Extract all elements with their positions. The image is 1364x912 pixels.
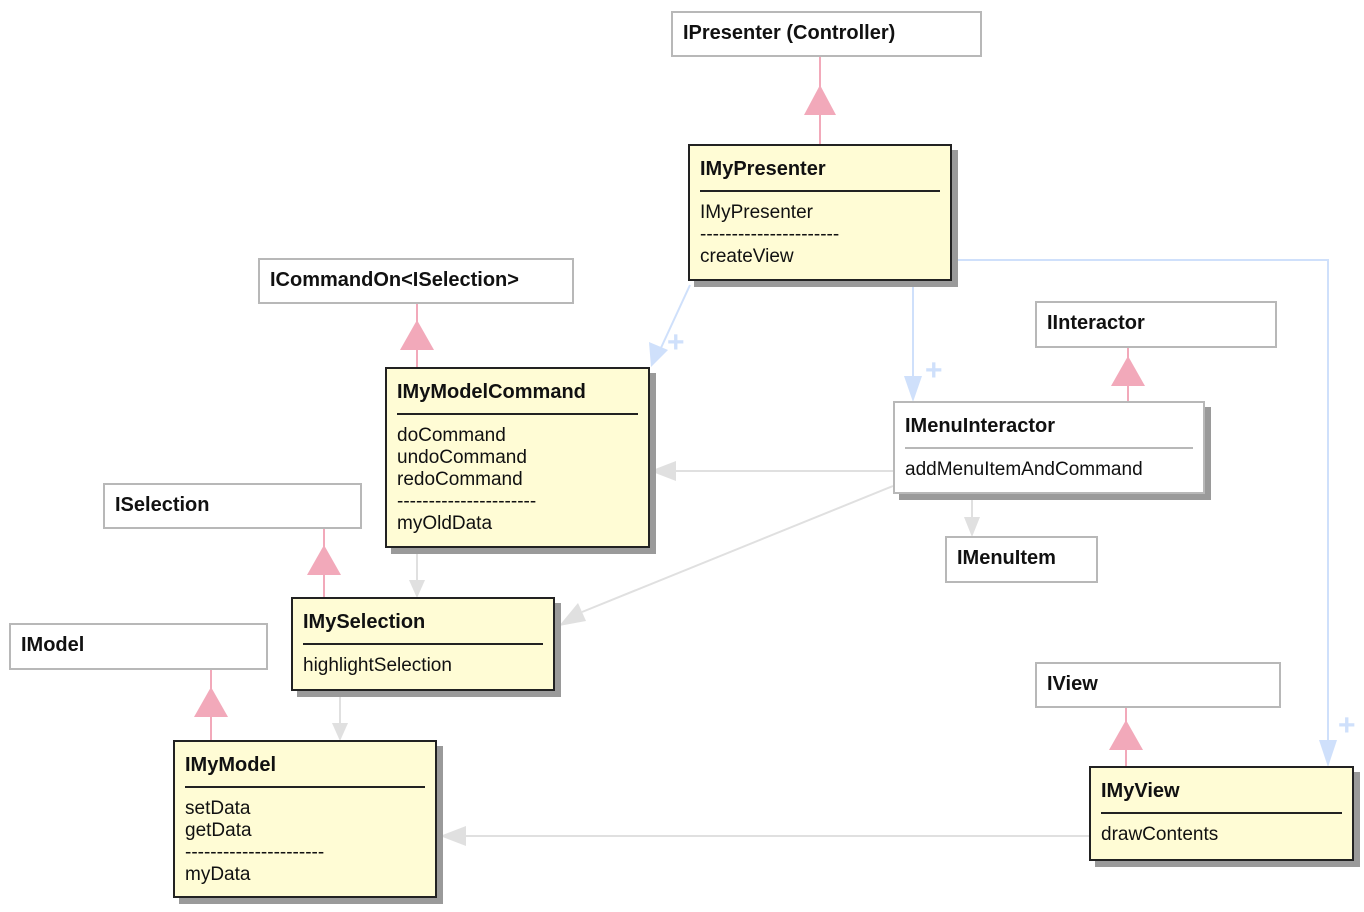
inheritance-arrowhead: [1109, 720, 1143, 750]
imypresenter-class[interactable]: IMyPresenter IMyPresenter---------------…: [688, 144, 952, 281]
member: setData: [185, 798, 251, 819]
creation-arrowhead: [904, 376, 922, 402]
member: myOldData: [397, 513, 493, 534]
class-divider: [1101, 812, 1342, 814]
iview-node[interactable]: IView: [1035, 662, 1281, 708]
class-name: IMyPresenter: [700, 158, 826, 180]
presenter-creates-view: [953, 259, 1329, 745]
plus-marker-menuinteractor: +: [925, 354, 943, 387]
class-divider: [303, 643, 543, 645]
iselection-label: ISelection: [115, 494, 210, 516]
class-name: IMenuInteractor: [905, 415, 1056, 437]
member: drawContents: [1101, 824, 1219, 845]
imenuinteractor-class[interactable]: IMenuInteractor addMenuItemAndCommand: [893, 401, 1205, 494]
inheritance-arrowhead: [804, 85, 836, 115]
menuinteractor-uses-selection: [581, 485, 894, 613]
member: doCommand: [397, 425, 506, 446]
dependency-arrowhead: [332, 723, 348, 741]
creation-edges: [649, 259, 1337, 767]
inheritance-arrowhead: [194, 687, 228, 717]
class-name: IMyModelCommand: [397, 381, 586, 403]
member: myData: [185, 864, 251, 885]
inheritance-edges: [194, 57, 1145, 767]
class-name: IMyModel: [185, 754, 277, 776]
imyselection-class[interactable]: IMySelection highlightSelection: [291, 597, 555, 691]
presenter-creates-modelcommand: [659, 284, 691, 351]
imenuitem-node[interactable]: IMenuItem: [945, 536, 1098, 583]
dependency-arrowhead: [559, 603, 586, 626]
plus-markers: + + +: [667, 326, 1356, 742]
class-divider: [185, 786, 425, 788]
member: ----------------------: [700, 224, 840, 245]
class-name: IMySelection: [303, 611, 426, 633]
iinteractor-node[interactable]: IInteractor: [1035, 301, 1277, 348]
icommandon-node[interactable]: ICommandOn<ISelection>: [258, 258, 574, 304]
dependency-arrowhead: [964, 517, 980, 537]
member: addMenuItemAndCommand: [905, 459, 1143, 480]
imodel-label: IModel: [21, 634, 85, 656]
imenuitem-label: IMenuItem: [957, 547, 1056, 569]
class-members: highlightSelection: [303, 655, 543, 677]
member: getData: [185, 820, 252, 841]
class-members: addMenuItemAndCommand: [905, 459, 1193, 481]
iselection-node[interactable]: ISelection: [103, 483, 362, 529]
member: undoCommand: [397, 447, 527, 468]
member: ----------------------: [397, 491, 537, 512]
plus-marker-view: +: [1338, 709, 1356, 742]
class-divider: [700, 190, 940, 192]
member: createView: [700, 246, 794, 267]
member: ----------------------: [185, 842, 325, 863]
inheritance-arrowhead: [1111, 356, 1145, 386]
class-members: IMyPresenter----------------------create…: [700, 202, 940, 268]
imyview-class[interactable]: IMyView drawContents: [1089, 766, 1354, 861]
ipresenter-node[interactable]: IPresenter (Controller): [671, 11, 982, 57]
member: redoCommand: [397, 469, 523, 490]
class-members: drawContents: [1101, 824, 1342, 846]
iview-label: IView: [1047, 673, 1098, 695]
member: highlightSelection: [303, 655, 452, 676]
creation-arrowhead: [649, 342, 668, 367]
creation-arrowhead: [1319, 740, 1337, 767]
icommandon-label: ICommandOn<ISelection>: [270, 269, 519, 291]
class-divider: [397, 413, 638, 415]
dependency-arrowhead: [440, 826, 466, 846]
imodel-node[interactable]: IModel: [9, 623, 268, 670]
dependency-edges: [332, 461, 1090, 846]
inheritance-arrowhead: [307, 545, 341, 575]
member: IMyPresenter: [700, 202, 813, 223]
plus-marker-modelcommand: +: [667, 326, 685, 359]
ipresenter-label: IPresenter (Controller): [683, 22, 896, 44]
inheritance-arrowhead: [400, 320, 434, 350]
class-divider: [905, 447, 1193, 449]
iinteractor-label: IInteractor: [1047, 312, 1145, 334]
dependency-arrowhead: [409, 580, 425, 598]
dependency-arrowhead: [650, 461, 676, 481]
class-name: IMyView: [1101, 780, 1180, 802]
